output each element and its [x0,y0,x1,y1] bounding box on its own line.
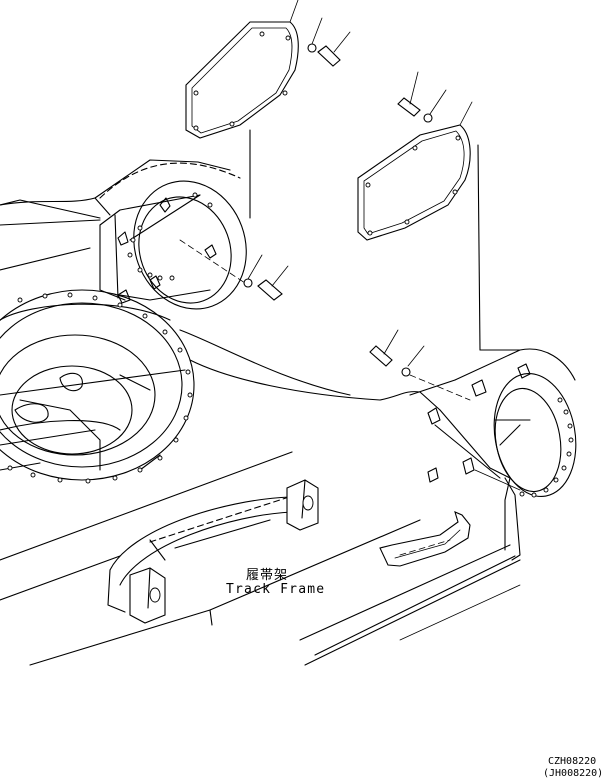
left-motor-housing [0,180,247,310]
track-frame-label-japanese: 履帯架 [246,568,289,583]
turntable-ring [0,289,195,484]
cover-right [357,101,521,351]
track-frame-label-english: Track Frame [226,582,326,597]
drawing-code: CZH08220 [548,756,597,767]
bolt-washer-left-top [307,17,351,67]
bolt-washer-right-lower [369,329,471,401]
track-guard-brackets [107,479,319,624]
right-motor-bolt-holes [519,397,574,498]
frame-body [0,159,521,666]
cover-left [185,0,299,219]
ring-bolt-holes [7,292,193,484]
left-motor-bolt-holes [127,192,213,281]
bolt-washer-left-lower [179,239,289,301]
right-motor-housing [409,348,577,561]
bolt-washer-right-top [397,71,447,123]
frame-step [379,511,471,567]
drawing-code-alt: (JH008220) [543,768,602,779]
